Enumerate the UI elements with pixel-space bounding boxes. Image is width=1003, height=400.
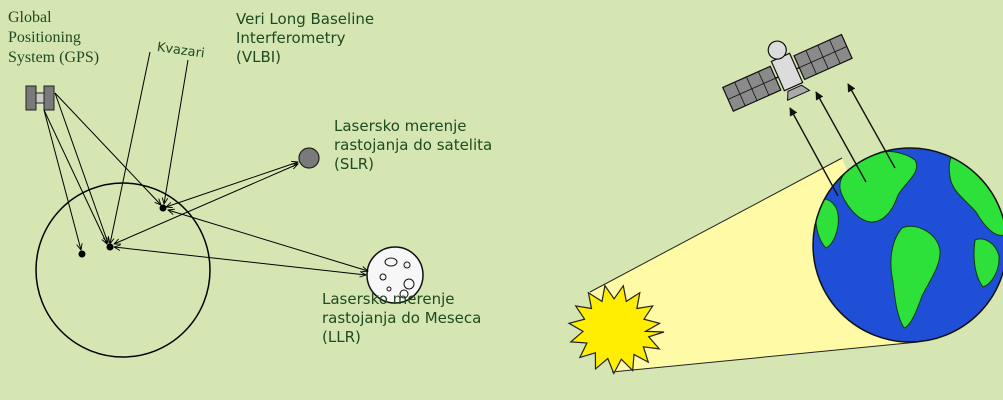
station-dot <box>78 250 86 258</box>
llr-laser-line <box>114 247 366 275</box>
earth-outline <box>35 182 211 358</box>
station-dot <box>106 243 114 251</box>
vlbi-label: Veri Long Baseline Interferometry (VLBI) <box>236 10 375 66</box>
beam-edge <box>611 341 919 373</box>
station-dot <box>159 204 167 212</box>
beam-edge <box>589 157 843 293</box>
observation-satellite-icon <box>721 33 853 113</box>
llr-label: Lasersko merenje rastojanja do Meseca (L… <box>322 290 482 346</box>
observation-arrows <box>789 83 896 197</box>
llr-laser-line <box>168 210 368 271</box>
earth-globe-icon <box>812 147 1003 343</box>
gps-label: Global Positioning System (GPS) <box>8 9 100 66</box>
slr-label: Lasersko merenje rastojanja do satelita … <box>334 117 493 173</box>
gps-signal-lines <box>43 92 161 250</box>
gps-satellite-icon <box>25 85 55 111</box>
quasar-signal-lines <box>110 51 189 244</box>
sun-icon <box>567 284 665 375</box>
slr-satellite-icon <box>298 147 320 169</box>
slr-laser-line <box>166 162 298 207</box>
slr-laser-line <box>114 164 298 244</box>
